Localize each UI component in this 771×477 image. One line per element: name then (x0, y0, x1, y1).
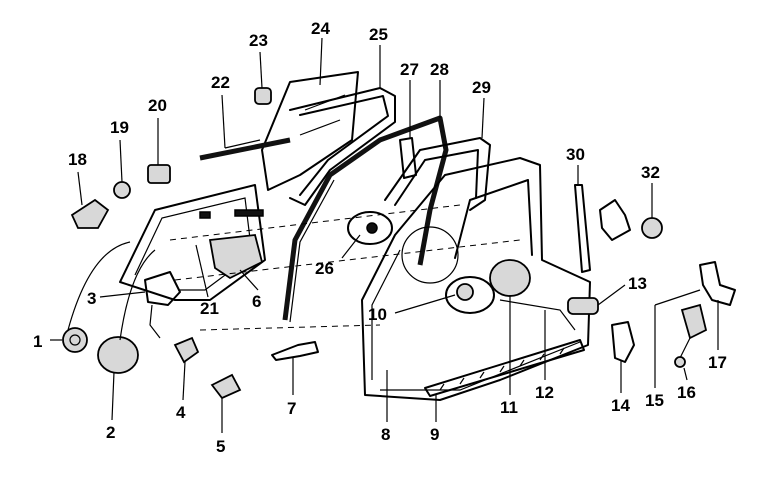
door-check (271, 341, 319, 361)
weatherstrip-edge (289, 179, 335, 323)
lock-cylinder (611, 321, 635, 363)
callout-15: 15 (645, 391, 664, 410)
latch-cable (679, 337, 691, 359)
callout-22: 22 (211, 73, 230, 92)
speaker-cover (62, 327, 88, 353)
latch-connector (674, 356, 686, 368)
regulator-detail-circle (401, 226, 459, 284)
alignment-line-lower (199, 324, 381, 331)
regulator-gear (456, 283, 474, 301)
callout-23: 23 (249, 31, 268, 50)
leader-lines (50, 37, 719, 433)
callout-25: 25 (369, 25, 388, 44)
callout-24: 24 (311, 19, 330, 38)
callout-10: 10 (368, 305, 387, 324)
molding-hatch (439, 347, 565, 391)
callout-29: 29 (472, 78, 491, 97)
speaker-center (69, 334, 81, 346)
door-latch (680, 303, 708, 340)
callout-5: 5 (216, 437, 225, 456)
callout-21: 21 (200, 299, 219, 318)
callout-13: 13 (628, 274, 647, 293)
door-glass (261, 71, 359, 191)
latch-bracket (699, 261, 736, 306)
trim-panel-inner (134, 197, 253, 291)
callout-14: 14 (611, 396, 630, 415)
callout-32: 32 (641, 163, 660, 182)
alignment-line-upper (169, 204, 461, 241)
trim-clip (199, 211, 211, 219)
callout-11: 11 (500, 398, 518, 417)
callout-6: 6 (252, 292, 261, 311)
callout-16: 16 (677, 383, 696, 402)
outside-door-handle (567, 297, 599, 315)
inside-handle-escutcheon (234, 209, 264, 217)
callout-3: 3 (87, 289, 96, 308)
motor-wire (149, 304, 161, 339)
rear-channel-strip (574, 184, 591, 273)
callout-9: 9 (430, 425, 439, 444)
callout-27: 27 (400, 60, 419, 79)
inside-door-handle (173, 336, 200, 364)
alignment-line-middle (174, 239, 521, 281)
speaker-mount-arc-2 (119, 249, 156, 341)
callout-28: 28 (430, 60, 449, 79)
door-shell-inner-edge (371, 249, 581, 391)
window-switch (147, 164, 171, 184)
rear-glass-channel (399, 137, 417, 179)
switch-knob (113, 181, 131, 199)
regulator-mechanism (208, 234, 264, 280)
callout-8: 8 (381, 425, 390, 444)
actuator-pin (366, 222, 378, 234)
callout-26: 26 (315, 259, 334, 278)
callout-1: 1 (33, 332, 42, 351)
armrest-cap (70, 198, 110, 229)
handle-bracket (210, 373, 242, 400)
lock-actuator (347, 211, 393, 245)
side-sill-molding (424, 339, 585, 397)
door-shell (361, 157, 591, 401)
callout-2: 2 (106, 423, 115, 442)
callout-19: 19 (110, 118, 129, 137)
callout-30: 30 (566, 145, 585, 164)
callout-7: 7 (287, 399, 296, 418)
callout-4: 4 (176, 403, 186, 422)
door-trim-panel (119, 184, 266, 301)
window-motor (144, 271, 181, 306)
speaker-mount-arc (67, 241, 131, 331)
regulator-motor (445, 276, 495, 314)
handle-rod (499, 299, 576, 331)
callout-18: 18 (68, 150, 87, 169)
callout-20: 20 (148, 96, 167, 115)
grommet (641, 217, 663, 239)
callout-17: 17 (708, 353, 727, 372)
glass-hatch (299, 94, 346, 136)
door-speaker (489, 259, 531, 297)
door-window-opening (454, 179, 533, 259)
door-speaker-unit (97, 336, 139, 374)
window-frame-sash-inner (394, 149, 479, 206)
glass-clip (254, 87, 272, 105)
glass-run-channel-inner (299, 95, 389, 196)
door-hinge-upper (599, 199, 631, 241)
callout-12: 12 (535, 383, 554, 402)
belt-molding (199, 137, 291, 161)
door-weatherstrip (282, 115, 449, 321)
